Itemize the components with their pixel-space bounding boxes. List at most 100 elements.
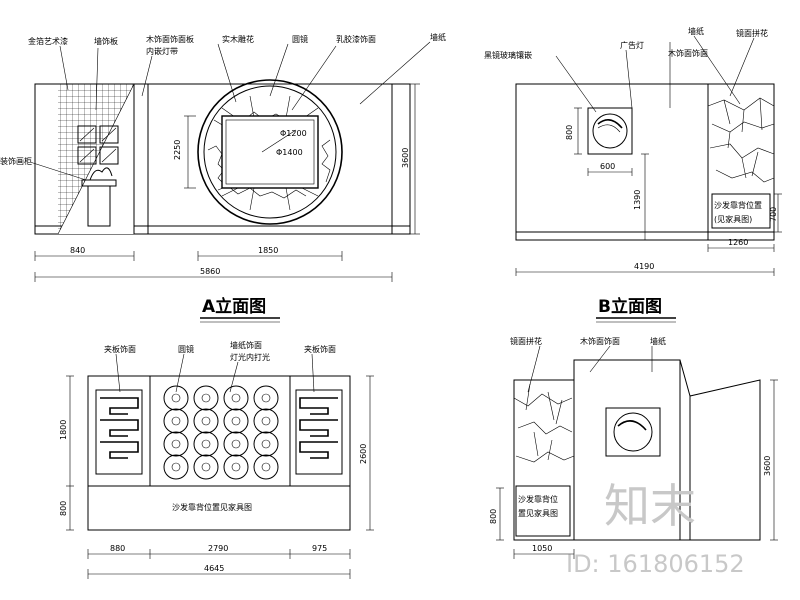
elevation-c-circle-inner bbox=[171, 462, 181, 472]
watermark-id: ID: 161806152 bbox=[566, 550, 745, 578]
elevation-b-fan-panel bbox=[587, 107, 633, 155]
elevation-a-center-mirror bbox=[221, 115, 319, 189]
elevation-d-sofa-note-box bbox=[515, 485, 571, 537]
elevation-c-circle-inner bbox=[261, 462, 271, 472]
elevation-b-dim-right-width: 1260 bbox=[728, 238, 748, 247]
elevation-a-dim-left-width: 840 bbox=[70, 246, 85, 255]
elevation-b-dim-sofa-height: 700 bbox=[769, 207, 778, 222]
elevation-a-mirror-dim-1: Φ1200 bbox=[280, 129, 307, 138]
elevation-c-circle-inner bbox=[231, 462, 241, 472]
elevation-b-label-black-mirror: 黑镜玻璃镶嵌 bbox=[484, 50, 532, 60]
elevation-d-label-mirror-pattern: 镜面拼花 bbox=[510, 336, 542, 346]
elevation-b: 沙发靠背位置 (见家具图) 黑镜玻璃镶嵌 广告灯 木饰面饰面 墙纸 镜面拼花 8… bbox=[484, 26, 782, 323]
watermark: 知末 ID: 161806152 bbox=[566, 479, 745, 578]
elevation-a-dim-total-height: 3600 bbox=[401, 148, 410, 168]
elevation-a-label-wallpaper: 墙纸 bbox=[430, 32, 446, 42]
elevation-a-plant bbox=[89, 167, 113, 181]
elevation-c-wall-outline bbox=[87, 375, 351, 531]
elevation-c-circle-inner bbox=[201, 416, 211, 426]
elevation-c-dim-total-height: 2600 bbox=[359, 444, 368, 464]
elevation-c-dim-lower-height: 800 bbox=[59, 501, 68, 516]
elevation-c-label-wallpaper: 墙纸饰面 bbox=[230, 340, 262, 350]
elevation-c-dim-total-width: 4645 bbox=[204, 564, 224, 573]
elevation-c-circle-inner bbox=[231, 393, 241, 403]
elevation-b-sofa-note-2: (见家具图) bbox=[714, 214, 752, 224]
elevation-b-dim-fan-width: 600 bbox=[600, 162, 615, 171]
elevation-b-dim-mid-height: 1390 bbox=[633, 190, 642, 210]
elevation-c-circle bbox=[253, 431, 279, 457]
elevation-a-mirror-dim-2: Φ1400 bbox=[276, 148, 303, 157]
elevation-b-sofa-note-box bbox=[711, 193, 771, 229]
elevation-a-label-carving: 实木雕花 bbox=[222, 34, 254, 44]
elevation-c-circle-inner bbox=[171, 439, 181, 449]
elevation-d-fan-ring bbox=[613, 412, 653, 452]
elevation-a-label-latex-paint: 乳胶漆饰面 bbox=[336, 34, 376, 44]
elevation-c-dim-upper-height: 1800 bbox=[59, 420, 68, 440]
elevation-c-circle bbox=[163, 431, 189, 457]
elevation-c-circle-inner bbox=[201, 439, 211, 449]
elevation-d-angled-wall bbox=[679, 359, 761, 541]
elevation-d-dim-total-height: 3600 bbox=[763, 456, 772, 476]
elevation-a-dim-center-width: 1850 bbox=[258, 246, 278, 255]
elevation-c-circle bbox=[223, 385, 249, 411]
elevation-c-callouts: 夹板饰面 圆镜 墙纸饰面 灯光内打光 夹板饰面 bbox=[104, 340, 336, 393]
elevation-a-radius-line bbox=[261, 129, 297, 153]
elevation-c-circle bbox=[163, 408, 189, 434]
elevation-c-circle-inner bbox=[261, 416, 271, 426]
elevation-c-circle bbox=[223, 408, 249, 434]
elevation-c-dimensions: 1800 800 2600 880 2790 975 4645 bbox=[59, 375, 374, 579]
elevation-c-circle bbox=[223, 431, 249, 457]
elevation-b-mirror-mosaic bbox=[707, 97, 775, 183]
elevation-d: 沙发靠背位 置见家具图 镜面拼花 木饰面饰面 墙纸 800 3600 1050 bbox=[489, 336, 778, 559]
elevation-c-circle-grid bbox=[163, 385, 279, 480]
elevation-b-sofa-note: 沙发靠背位置 bbox=[714, 200, 762, 210]
elevation-c-circle-inner bbox=[231, 416, 241, 426]
elevation-c-circle bbox=[253, 385, 279, 411]
elevation-a-frame-3 bbox=[77, 146, 97, 165]
elevation-d-mirror-mosaic bbox=[513, 383, 575, 463]
elevation-d-fan-arc bbox=[617, 420, 647, 431]
watermark-brand: 知末 bbox=[604, 479, 696, 533]
elevation-a-label-wall-panel: 墙饰板 bbox=[94, 36, 118, 46]
elevation-c-circle bbox=[223, 454, 249, 480]
elevation-b-callouts: 黑镜玻璃镶嵌 广告灯 木饰面饰面 墙纸 镜面拼花 bbox=[484, 26, 768, 113]
elevation-c-circle-inner bbox=[231, 439, 241, 449]
elevation-d-label-wallpaper: 墙纸 bbox=[650, 336, 666, 346]
elevation-d-label-wood: 木饰面饰面 bbox=[580, 336, 620, 346]
elevation-b-label-wood: 木饰面饰面 bbox=[668, 48, 708, 58]
elevation-a-table-leg bbox=[87, 185, 111, 227]
elevation-c-circle bbox=[163, 385, 189, 411]
elevation-c-circle bbox=[193, 408, 219, 434]
elevation-c-circle bbox=[253, 408, 279, 434]
elevation-c-circle bbox=[193, 454, 219, 480]
elevation-c-right-panel bbox=[295, 389, 343, 475]
elevation-b-dim-total-width: 4190 bbox=[634, 262, 654, 271]
elevation-c-circle bbox=[193, 431, 219, 457]
elevation-a-dim-total-width: 5860 bbox=[200, 267, 220, 276]
elevation-a-dim-inner-height: 2250 bbox=[173, 140, 182, 160]
elevation-c-circle-inner bbox=[171, 416, 181, 426]
elevation-d-dimensions: 800 3600 1050 bbox=[489, 379, 778, 559]
elevation-a-dimensions: 2250 3600 840 1850 5860 bbox=[34, 83, 420, 282]
elevation-a-label-gold-paint: 金箔艺术漆 bbox=[28, 36, 68, 46]
elevation-a: Φ1200 Φ1400 金箔艺术漆 墙饰板 木饰面饰面板 内嵌灯带 实木雕花 圆… bbox=[0, 32, 446, 323]
elevation-d-fan-panel bbox=[605, 407, 661, 457]
elevation-d-callouts: 镜面拼花 木饰面饰面 墙纸 bbox=[510, 336, 666, 393]
elevation-c-label-plywood-2: 夹板饰面 bbox=[304, 344, 336, 354]
elevation-a-wall-outline bbox=[34, 83, 411, 235]
elevation-c-dim-left-width: 880 bbox=[110, 544, 125, 553]
elevation-c: 沙发靠背位置见家具图 夹板饰面 圆镜 墙纸饰面 灯光内打光 夹板饰面 1800 … bbox=[59, 340, 374, 579]
elevation-b-fan-arc bbox=[597, 119, 623, 129]
elevation-c-label-plywood: 夹板饰面 bbox=[104, 344, 136, 354]
elevation-c-label-mirror: 圆镜 bbox=[178, 344, 194, 354]
elevation-c-dim-center-width: 2790 bbox=[208, 544, 228, 553]
elevation-a-label-wood-veneer: 木饰面饰面板 bbox=[146, 34, 194, 44]
elevation-a-mirror-outer bbox=[197, 79, 343, 225]
elevation-d-sofa-note-1: 沙发靠背位 bbox=[518, 494, 558, 504]
elevation-a-frame-1 bbox=[77, 125, 97, 144]
elevation-b-dim-fan-height: 800 bbox=[565, 125, 574, 140]
elevation-d-sofa-note-2: 置见家具图 bbox=[518, 508, 558, 518]
elevation-b-dimensions: 800 600 1390 700 1260 4190 bbox=[515, 107, 782, 276]
elevation-c-circle bbox=[253, 454, 279, 480]
